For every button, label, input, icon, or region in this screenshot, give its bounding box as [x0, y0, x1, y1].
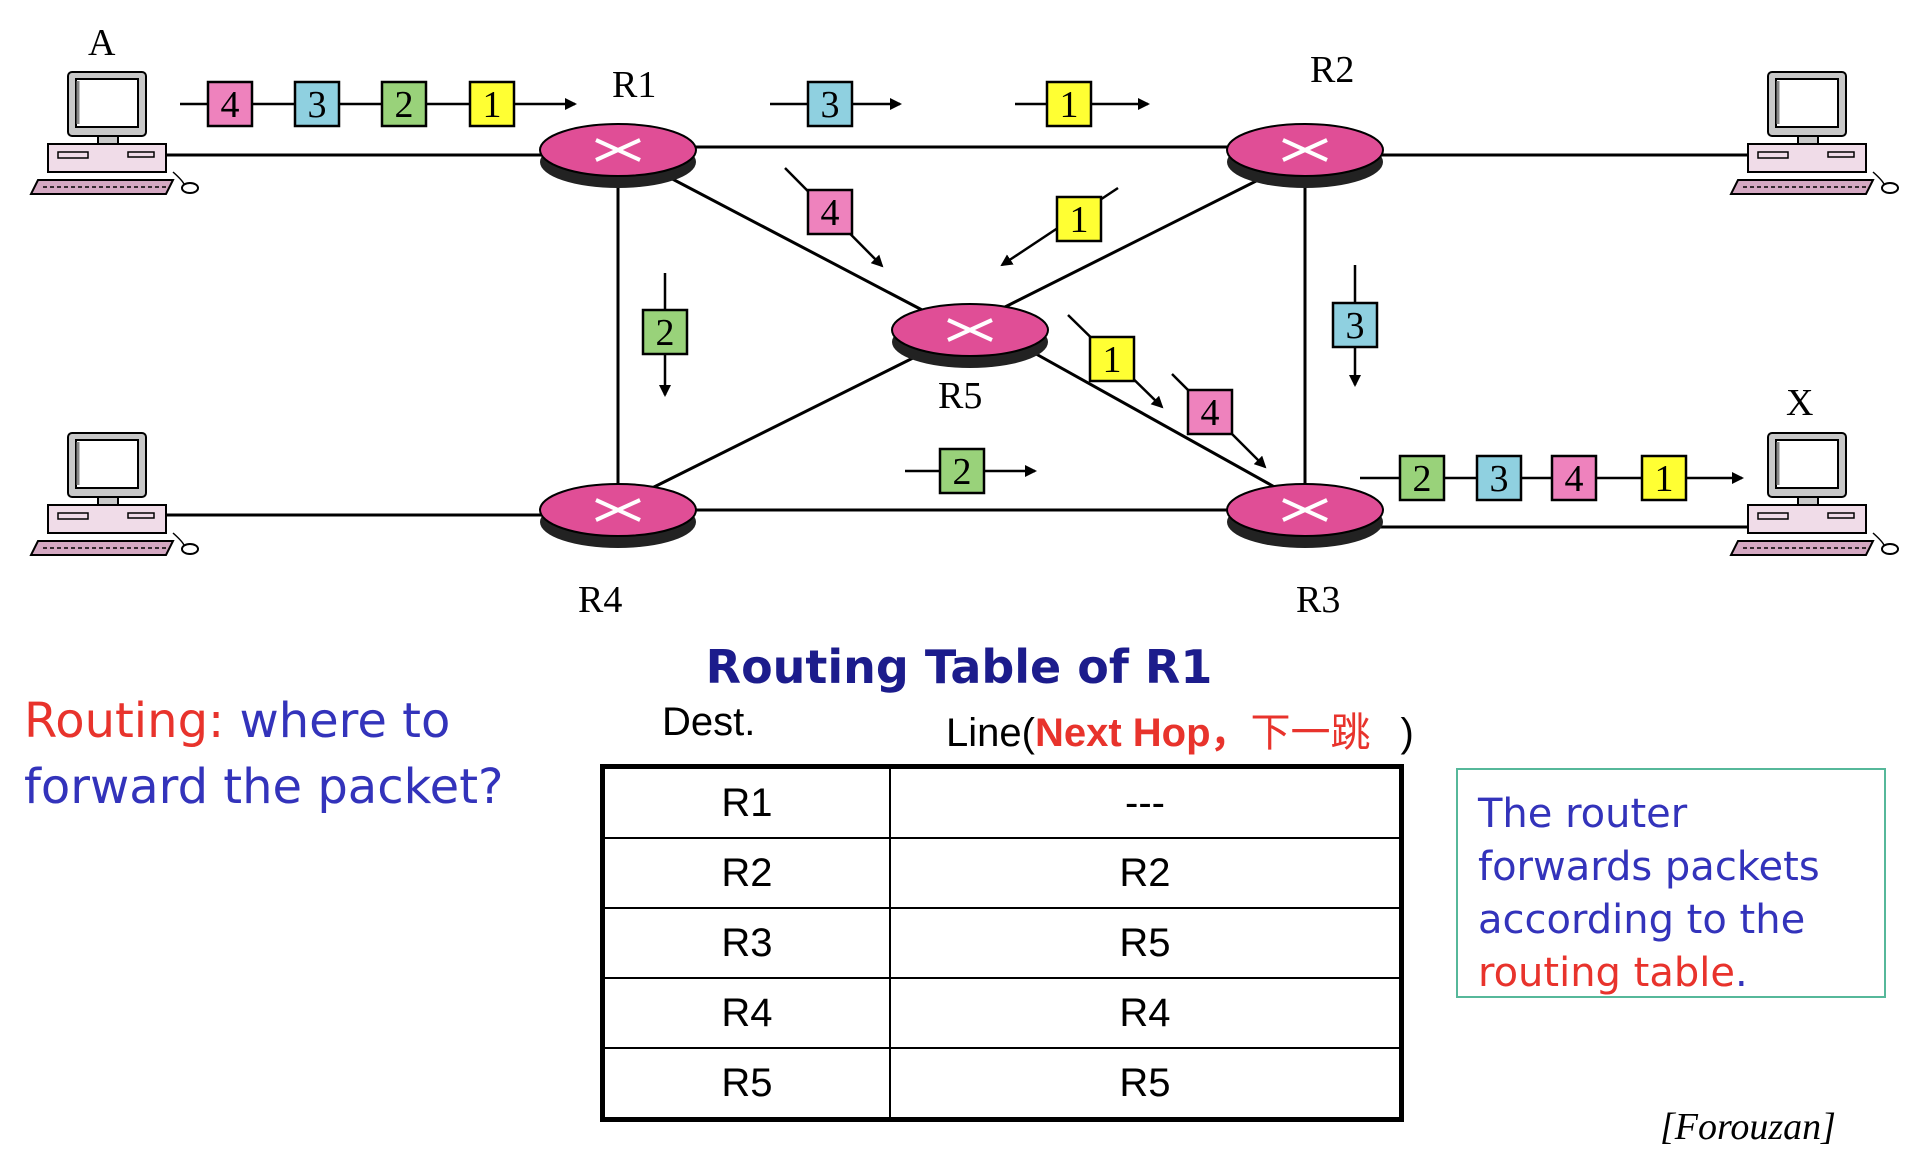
router-note-box: The router forwards packets according to… [1456, 768, 1886, 998]
packet-label: 3 [1490, 458, 1509, 500]
router-r2 [1226, 123, 1384, 188]
note-routing-table: routing table [1478, 950, 1735, 996]
packet-label: 4 [821, 192, 840, 234]
link-r2-r5 [994, 162, 1291, 314]
packets: 4 3 2 1 3 1 4 1 2 1 4 3 2 2 [206, 80, 1688, 502]
router-r3 [1226, 483, 1384, 548]
packet-label: 2 [656, 312, 675, 354]
packet-square [1331, 301, 1379, 349]
packet-arrows [180, 98, 1744, 484]
header-next-hop: Next Hop， [1034, 711, 1251, 755]
packet-square [1055, 195, 1103, 243]
packet-square [293, 80, 341, 128]
host-x-computer [1729, 431, 1900, 557]
routing-question-line-1: Routing: where to [24, 688, 504, 754]
column-header-line: Line(Next Hop，下一跳) [946, 700, 1414, 758]
packet-label: 1 [1060, 84, 1079, 126]
link-r4-r5 [639, 350, 926, 496]
table-cell-dest: R3 [601, 907, 891, 979]
network-diagram: A X R1 R2 R3 R4 R5 [29, 22, 1900, 621]
routing-question-line-2: forward the packet? [24, 759, 504, 815]
router-r3-label: R3 [1296, 579, 1340, 621]
packet-square [468, 80, 516, 128]
packet-label: 1 [1103, 339, 1122, 381]
packet-square [380, 80, 428, 128]
host-top-right-computer [1729, 70, 1900, 196]
table-row: R3 R5 [601, 907, 1403, 979]
routing-question: Routing: where to forward the packet? [24, 688, 504, 820]
packet-label: 1 [1655, 458, 1674, 500]
packet-label: 1 [483, 84, 502, 126]
network-links [120, 145, 1785, 529]
packet-square [1186, 388, 1234, 436]
packet-square [1550, 454, 1598, 502]
header-line-suffix: ) [1400, 711, 1414, 755]
table-row: R4 R4 [601, 977, 1403, 1049]
table-cell-line: --- [889, 765, 1403, 839]
packet-label: 4 [1565, 458, 1584, 500]
source-citation: [Forouzan] [1660, 1106, 1836, 1148]
packet-label: 1 [1070, 199, 1089, 241]
router-r4-label: R4 [578, 579, 622, 621]
table-cell-dest: R2 [601, 837, 891, 909]
table-cell-dest: R1 [601, 765, 891, 839]
table-cell-line: R2 [889, 837, 1403, 909]
note-line-2: forwards packets [1478, 844, 1820, 890]
packet-label: 4 [1201, 392, 1220, 434]
link-r1-r5 [639, 160, 946, 324]
routing-question-rest: where to [224, 693, 451, 749]
table-cell-line: R4 [889, 977, 1403, 1049]
header-next-hop-cn: 下一跳 [1250, 710, 1371, 756]
packet-square [806, 188, 854, 236]
packet-square [1398, 454, 1446, 502]
packet-label: 2 [953, 451, 972, 493]
packet-square [206, 80, 254, 128]
table-row: R1 --- [601, 765, 1403, 839]
table-cell-line: R5 [889, 907, 1403, 979]
packet-square [806, 80, 854, 128]
host-a-label: A [88, 22, 116, 64]
router-r1 [539, 123, 697, 188]
packet-square [1045, 80, 1093, 128]
table-cell-dest: R5 [601, 1047, 891, 1121]
routing-word: Routing: [24, 693, 225, 749]
note-line-1: The router [1478, 791, 1688, 837]
header-line-prefix: Line( [946, 711, 1035, 755]
packet-label: 2 [1413, 458, 1432, 500]
packet-label: 3 [821, 84, 840, 126]
router-r4 [539, 483, 697, 548]
packet-label: 3 [308, 84, 327, 126]
column-header-dest: Dest. [662, 700, 756, 744]
host-x-label: X [1786, 382, 1813, 424]
note-period: . [1734, 950, 1748, 996]
table-row: R2 R2 [601, 837, 1403, 909]
note-line-3: according to the [1478, 897, 1806, 943]
host-bottom-left-computer [29, 431, 200, 557]
routing-table-title: Routing Table of R1 [705, 640, 1213, 694]
table-row: R5 R5 [601, 1047, 1403, 1121]
packet-label: 2 [395, 84, 414, 126]
host-a-computer [29, 70, 200, 196]
packet-square [1475, 454, 1523, 502]
router-r2-label: R2 [1310, 49, 1354, 91]
packet-square [1088, 335, 1136, 383]
note-line-4: routing table. [1478, 947, 1864, 1000]
router-r5 [891, 303, 1049, 368]
router-r5-label: R5 [938, 375, 982, 417]
packet-square [641, 308, 689, 356]
table-cell-line: R5 [889, 1047, 1403, 1121]
packet-label: 4 [221, 84, 240, 126]
link-r5-r3 [1019, 343, 1281, 492]
table-cell-dest: R4 [601, 977, 891, 1049]
packet-label: 3 [1346, 305, 1365, 347]
routing-table: R1 --- R2 R2 R3 R5 R4 R4 R5 R5 [600, 764, 1404, 1122]
router-r1-label: R1 [612, 64, 656, 106]
packet-square [938, 447, 986, 495]
packet-square [1640, 454, 1688, 502]
